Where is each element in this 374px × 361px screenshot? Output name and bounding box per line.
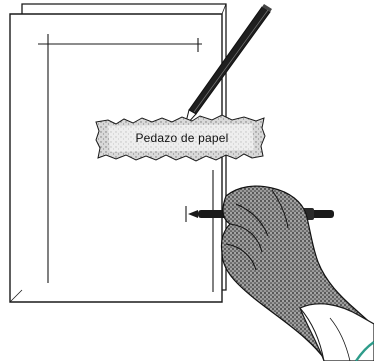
paper-scrap-icon xyxy=(95,114,266,162)
paper-scrap-label: Pedazo de papel xyxy=(135,131,229,145)
margin-guides xyxy=(38,34,214,292)
gloved-hand-icon xyxy=(220,185,374,361)
